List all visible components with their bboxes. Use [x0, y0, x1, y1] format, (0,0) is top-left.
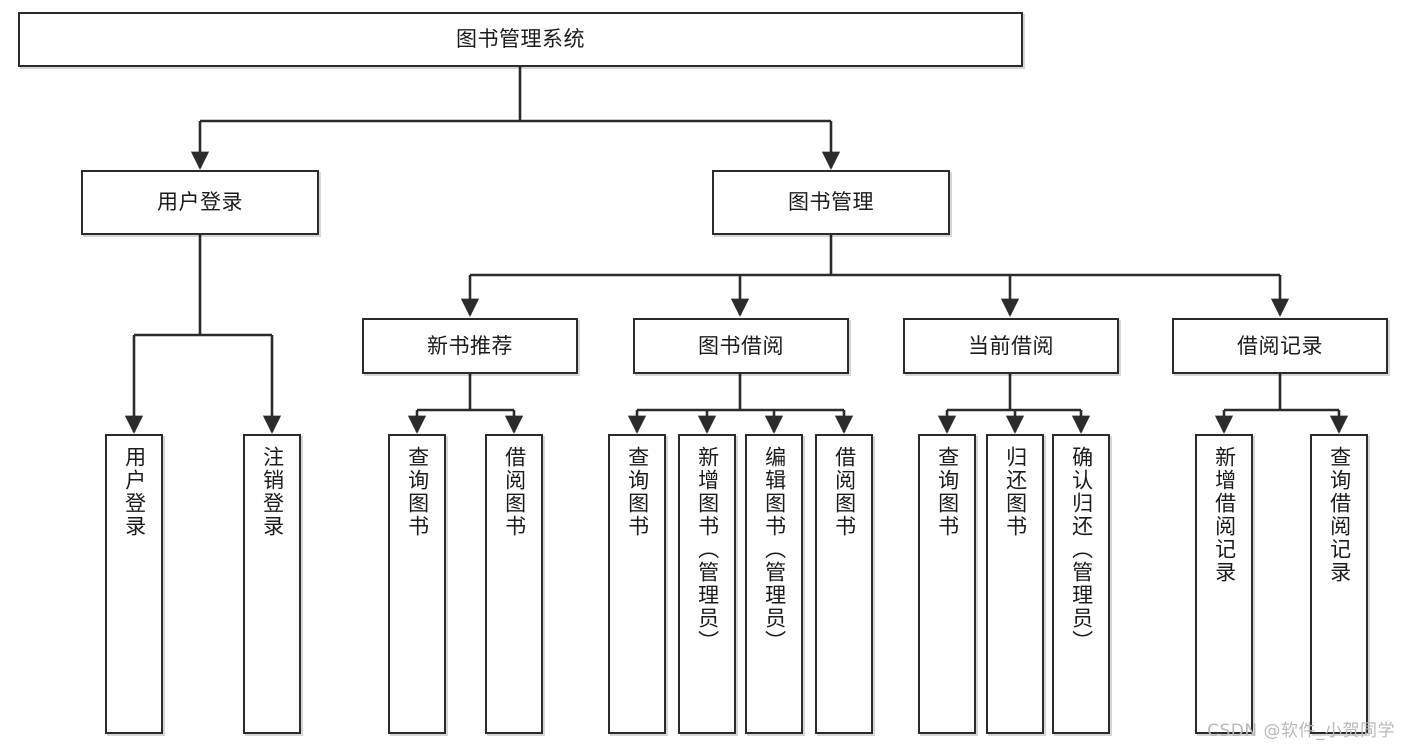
node-current-borrow[interactable]: 当前借阅 — [903, 318, 1119, 374]
node-book-borrow-label: 图书借阅 — [698, 333, 784, 358]
node-leaf-add-borrow-record[interactable]: 新增借阅记录 — [1195, 434, 1253, 734]
node-borrow-record[interactable]: 借阅记录 — [1172, 318, 1388, 374]
node-book-management[interactable]: 图书管理 — [712, 170, 950, 235]
node-leaf-user-login-label: 用户登录 — [122, 446, 147, 538]
node-leaf-confirm-return-admin-label: 确认归还（管理员） — [1069, 446, 1094, 653]
node-leaf-add-book-admin[interactable]: 新增图书（管理员） — [678, 434, 736, 734]
node-root-system-label: 图书管理系统 — [456, 27, 585, 52]
node-root-system[interactable]: 图书管理系统 — [18, 12, 1023, 67]
node-current-borrow-label: 当前借阅 — [968, 333, 1054, 358]
node-leaf-query-book-current-label: 查询图书 — [935, 446, 960, 538]
node-leaf-query-book-current[interactable]: 查询图书 — [918, 434, 976, 734]
node-leaf-return-book-label: 归还图书 — [1003, 446, 1028, 538]
node-user-login[interactable]: 用户登录 — [81, 170, 319, 235]
node-new-book-recommend[interactable]: 新书推荐 — [362, 318, 578, 374]
node-leaf-query-borrow-record-label: 查询借阅记录 — [1327, 446, 1352, 584]
node-leaf-logout-label: 注销登录 — [260, 446, 285, 538]
node-leaf-edit-book-admin[interactable]: 编辑图书（管理员） — [745, 434, 803, 734]
node-leaf-confirm-return-admin[interactable]: 确认归还（管理员） — [1052, 434, 1110, 734]
node-leaf-return-book[interactable]: 归还图书 — [986, 434, 1044, 734]
node-leaf-user-login[interactable]: 用户登录 — [105, 434, 163, 734]
node-leaf-query-book-recommend-label: 查询图书 — [405, 446, 430, 538]
node-leaf-query-book-borrow-label: 查询图书 — [625, 446, 650, 538]
node-leaf-query-book-recommend[interactable]: 查询图书 — [388, 434, 446, 734]
node-leaf-lend-book[interactable]: 借阅图书 — [815, 434, 873, 734]
node-leaf-borrow-book-recommend[interactable]: 借阅图书 — [485, 434, 543, 734]
node-leaf-query-borrow-record[interactable]: 查询借阅记录 — [1310, 434, 1368, 734]
node-leaf-query-book-borrow[interactable]: 查询图书 — [608, 434, 666, 734]
node-borrow-record-label: 借阅记录 — [1237, 333, 1323, 358]
node-leaf-borrow-book-recommend-label: 借阅图书 — [502, 446, 527, 538]
node-book-management-label: 图书管理 — [788, 190, 874, 215]
node-leaf-edit-book-admin-label: 编辑图书（管理员） — [762, 446, 787, 653]
node-new-book-recommend-label: 新书推荐 — [427, 333, 513, 358]
node-user-login-label: 用户登录 — [157, 190, 243, 215]
node-leaf-logout[interactable]: 注销登录 — [243, 434, 301, 734]
csdn-watermark: CSDN @软件_小贺同学 — [1207, 721, 1395, 741]
node-book-borrow[interactable]: 图书借阅 — [633, 318, 849, 374]
node-leaf-add-borrow-record-label: 新增借阅记录 — [1212, 446, 1237, 584]
node-leaf-add-book-admin-label: 新增图书（管理员） — [695, 446, 720, 653]
node-leaf-lend-book-label: 借阅图书 — [832, 446, 857, 538]
